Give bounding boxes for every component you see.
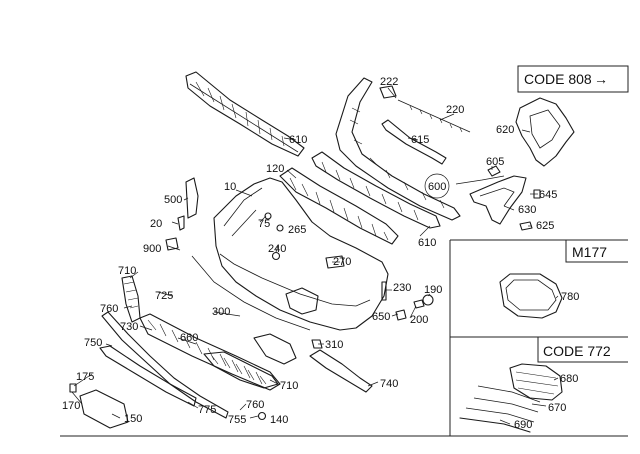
cap-310 xyxy=(311,339,323,349)
part-label-660: 660 xyxy=(180,332,198,344)
part-label-220: 220 xyxy=(446,104,464,116)
bumper-cover-10 xyxy=(213,177,389,331)
sensor-pad-270 xyxy=(325,255,345,269)
bracket-900 xyxy=(165,237,179,251)
part-label-175: 175 xyxy=(76,371,94,383)
clip-200 xyxy=(413,299,425,309)
fog-opening-left xyxy=(285,287,319,315)
fasteners xyxy=(69,212,434,421)
part-label-775: 775 xyxy=(198,404,216,416)
part-label-310: 310 xyxy=(325,339,343,351)
part-label-620: 620 xyxy=(496,124,514,136)
part-label-300: 300 xyxy=(212,306,230,318)
code-808-label: CODE 808 xyxy=(524,71,592,87)
code-772-panel: CODE 772 xyxy=(450,336,628,363)
side-grille-710 xyxy=(121,275,141,323)
part-label-690: 690 xyxy=(514,419,532,431)
part-label-20: 20 xyxy=(150,218,162,230)
part-label-230: 230 xyxy=(393,282,411,294)
fog-bezel-310 xyxy=(253,333,297,365)
clip-605 xyxy=(487,165,501,177)
leader-lines xyxy=(71,87,559,425)
nut-75 xyxy=(264,212,272,220)
part-label-10: 10 xyxy=(224,181,236,193)
part-label-170: 170 xyxy=(62,400,80,412)
part-label-150: 150 xyxy=(124,413,142,425)
part-label-610-lower: 610 xyxy=(418,237,436,249)
code-808-box: CODE 808 → xyxy=(517,65,629,93)
part-label-610-top: 610 xyxy=(289,134,307,146)
part-label-615: 615 xyxy=(411,134,429,146)
part-label-140: 140 xyxy=(270,414,288,426)
trim-strip-220 xyxy=(397,99,471,133)
grille-680 xyxy=(509,363,563,401)
part-label-500: 500 xyxy=(164,194,182,206)
upper-frame-615 xyxy=(335,77,461,221)
side-bracket-600 xyxy=(469,175,527,225)
bolt-230 xyxy=(381,281,387,301)
side-piece-500 xyxy=(185,177,199,219)
lower-strip-750 xyxy=(99,345,197,407)
lower-frame-610 xyxy=(311,151,441,229)
bracket-222 xyxy=(379,85,397,99)
part-label-750: 750 xyxy=(84,337,102,349)
clip-265 xyxy=(276,224,284,232)
trim-740 xyxy=(309,349,373,393)
trim-670-690 xyxy=(459,385,541,433)
part-label-120: 120 xyxy=(266,163,284,175)
code-772-label: CODE 772 xyxy=(543,343,611,359)
part-label-75: 75 xyxy=(258,218,270,230)
part-label-760-right: 760 xyxy=(246,399,264,411)
part-label-780: 780 xyxy=(561,291,579,303)
part-label-600: 600 xyxy=(428,181,446,193)
part-label-222: 222 xyxy=(380,76,398,88)
radiator-grille-frame-730 xyxy=(139,313,281,391)
sensor-240 xyxy=(271,251,281,261)
strip-300 xyxy=(191,255,311,331)
bracket-650 xyxy=(395,309,407,321)
part-label-270: 270 xyxy=(333,256,351,268)
part-label-645: 645 xyxy=(539,189,557,201)
screw-20 xyxy=(177,215,185,231)
part-label-605: 605 xyxy=(486,156,504,168)
part-number-labels: 222 220 610 615 620 120 10 605 600 645 6… xyxy=(62,76,579,431)
part-label-265: 265 xyxy=(288,224,306,236)
side-bracket-620 xyxy=(515,97,575,167)
cover-780 xyxy=(499,273,563,319)
m177-label: M177 xyxy=(572,244,607,260)
part-label-200: 200 xyxy=(410,314,428,326)
part-label-670: 670 xyxy=(548,402,566,414)
part-label-710-upper: 710 xyxy=(118,265,136,277)
arrow-right-icon: → xyxy=(594,71,608,87)
part-label-680: 680 xyxy=(560,373,578,385)
bolt-175 xyxy=(69,383,77,393)
part-label-190: 190 xyxy=(424,284,442,296)
part-label-650: 650 xyxy=(372,311,390,323)
m177-panel: M177 xyxy=(449,239,628,436)
part-label-725: 725 xyxy=(155,290,173,302)
part-label-760-left: 760 xyxy=(100,303,118,315)
part-label-755: 755 xyxy=(228,414,246,426)
part-600-callout: 600 xyxy=(424,173,450,199)
part-label-625: 625 xyxy=(536,220,554,232)
part-label-740: 740 xyxy=(380,378,398,390)
part-label-240: 240 xyxy=(268,243,286,255)
part-label-710-lower: 710 xyxy=(280,380,298,392)
molding-760 xyxy=(101,311,229,419)
license-plate-150 xyxy=(79,389,129,429)
crash-beam-120 xyxy=(279,167,399,245)
sensor-190 xyxy=(422,294,434,306)
clip-140 xyxy=(257,411,267,421)
part-label-630: 630 xyxy=(518,204,536,216)
part-label-730: 730 xyxy=(120,321,138,333)
strip-615 xyxy=(381,119,447,165)
upper-reinforcement-610 xyxy=(185,71,305,157)
part-label-900: 900 xyxy=(143,243,161,255)
